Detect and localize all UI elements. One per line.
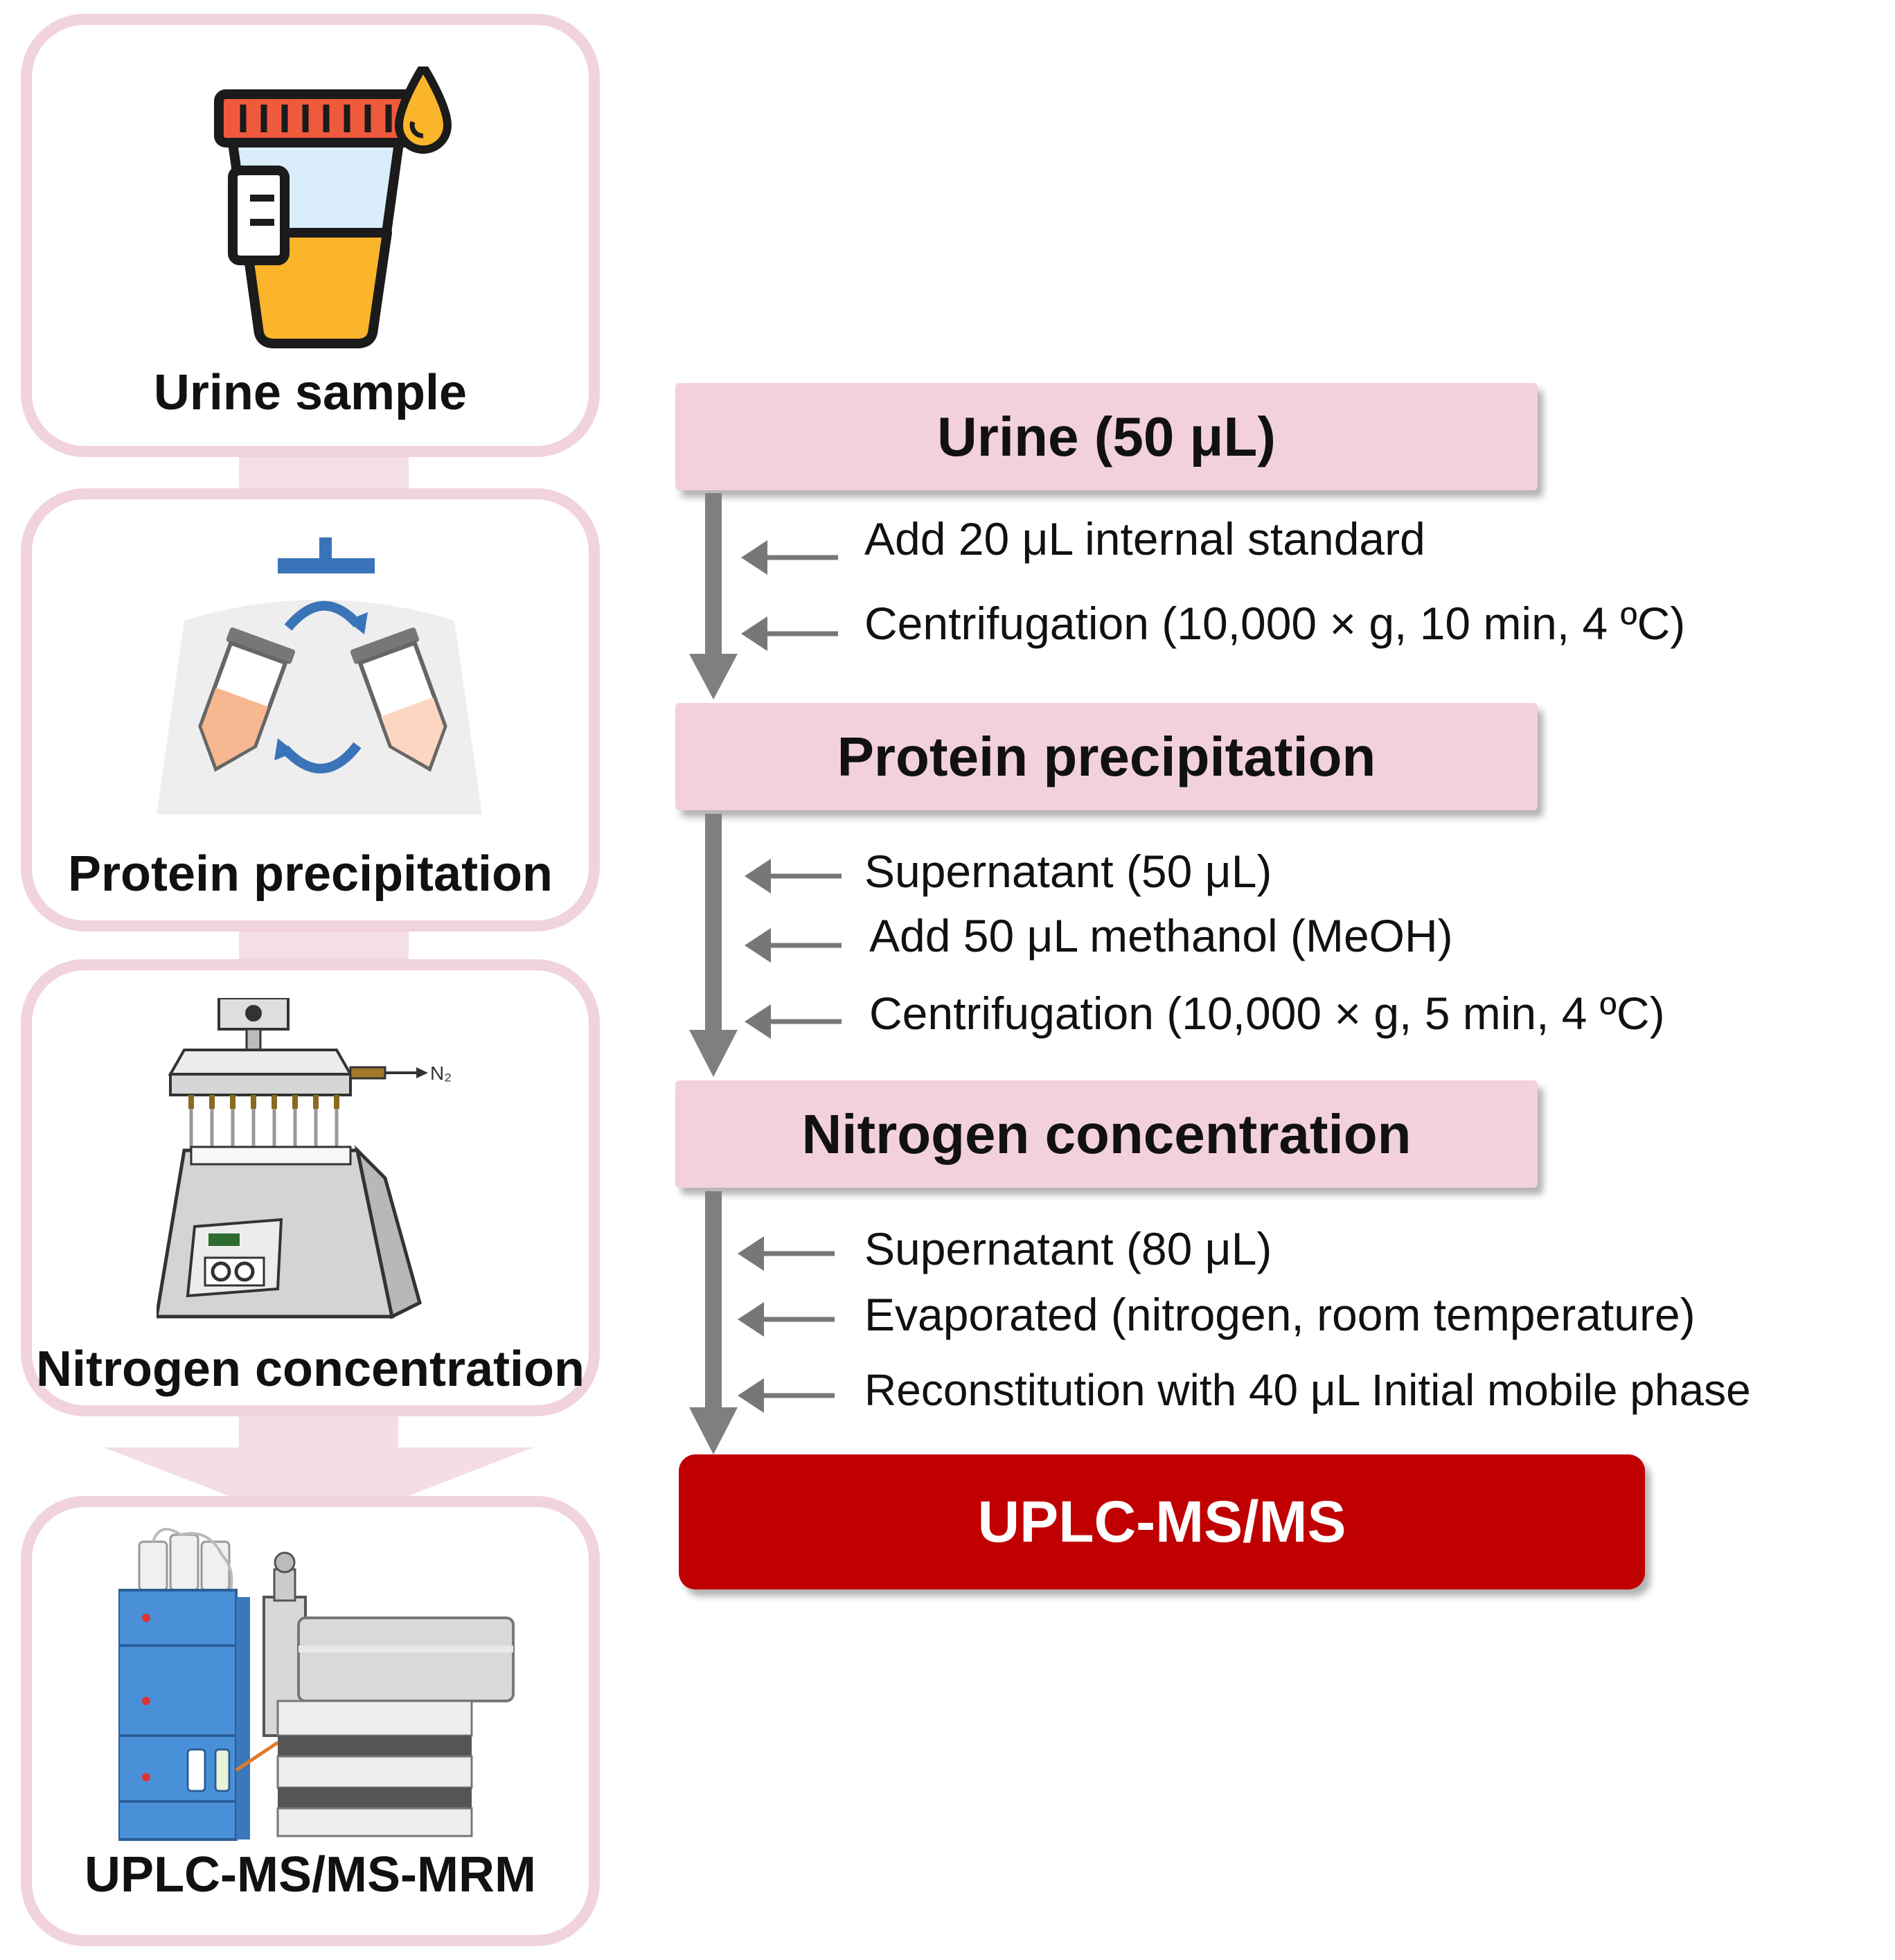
left-arrow-icon	[741, 540, 838, 575]
left-arrow-icon	[738, 1236, 835, 1271]
down-arrow-icon	[689, 493, 738, 700]
substep-text: Reconstitution with 40 μL Initial mobile…	[864, 1365, 1751, 1415]
centrifuge-icon	[157, 537, 482, 814]
left-arrow-icon	[741, 616, 838, 651]
step-box-urine: Urine (50 μL)	[675, 383, 1538, 490]
left-arrow-icon	[738, 1378, 835, 1413]
uplc-instrument-icon	[118, 1528, 515, 1841]
final-title: UPLC-MS/MS	[977, 1489, 1346, 1554]
left-arrow-icon	[745, 1004, 842, 1039]
card-urine-sample: Urine sample	[21, 14, 600, 457]
urine-cup-icon	[214, 66, 452, 348]
left-arrow-icon	[745, 859, 842, 893]
substep-text: Add 20 μL internal standard	[864, 513, 1425, 564]
down-arrow-icon	[689, 814, 738, 1077]
card-label: Nitrogen concentration	[35, 1342, 585, 1397]
step-box-nitrogen-concentration: Nitrogen concentration	[675, 1080, 1538, 1188]
substep-text: Evaporated (nitrogen, room temperature)	[864, 1289, 1696, 1340]
down-arrow-icon	[689, 1191, 738, 1454]
nitrogen-evaporator-icon: N₂	[157, 998, 452, 1319]
substep-text: Add 50 μL methanol (MeOH)	[869, 910, 1453, 961]
card-label: Protein precipitation	[67, 846, 553, 902]
card-protein-precipitation: Protein precipitation	[21, 488, 600, 932]
n2-label: N₂	[430, 1062, 452, 1084]
card-uplc-ms-ms-mrm: UPLC-MS/MS-MRM	[21, 1496, 600, 1946]
card-label: UPLC-MS/MS-MRM	[84, 1847, 536, 1903]
card-nitrogen-concentration: N₂ Nitrogen co	[21, 959, 600, 1416]
substep-text: Supernatant (50 μL)	[864, 846, 1272, 897]
step-title: Nitrogen concentration	[801, 1103, 1412, 1165]
final-box-uplc-ms-ms: UPLC-MS/MS	[679, 1454, 1645, 1589]
down-flow-arrow-icon	[104, 1413, 533, 1531]
step-box-protein-precipitation: Protein precipitation	[675, 703, 1538, 810]
card-label: Urine sample	[153, 365, 468, 420]
substep-text: Centrifugation (10,000 × g, 10 min, 4 ºC…	[864, 598, 1686, 649]
substep-text: Supernatant (80 μL)	[864, 1223, 1272, 1274]
step-title: Protein precipitation	[837, 725, 1376, 787]
substep-text: Centrifugation (10,000 × g, 5 min, 4 ºC)	[869, 988, 1665, 1039]
step-title: Urine (50 μL)	[936, 405, 1276, 467]
left-arrow-icon	[745, 928, 842, 963]
left-arrow-icon	[738, 1302, 835, 1337]
